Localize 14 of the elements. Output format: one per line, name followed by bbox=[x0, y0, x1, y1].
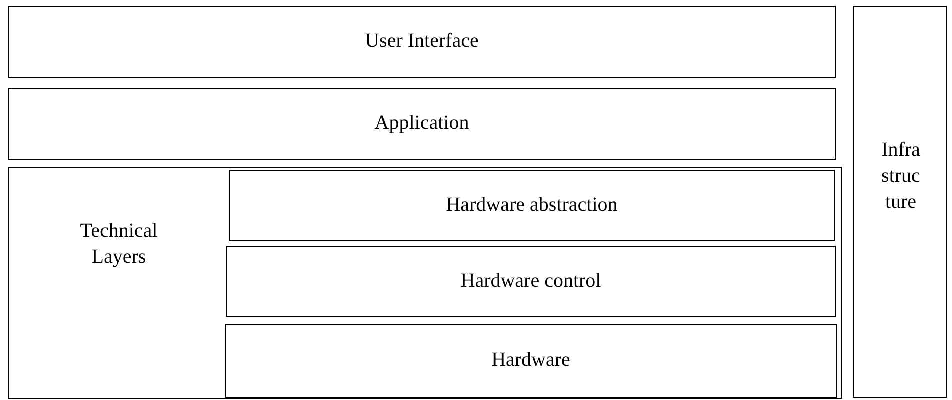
layer-box bbox=[8, 6, 836, 78]
layer-group-box bbox=[8, 167, 842, 399]
layer-label: Hardware bbox=[490, 348, 572, 373]
layer-label: Infra struc ture bbox=[880, 138, 922, 215]
layer-box bbox=[225, 324, 837, 398]
side-layer-box bbox=[853, 6, 947, 398]
layer-label: Hardware abstraction bbox=[445, 192, 619, 218]
layer-label: Application bbox=[374, 111, 470, 136]
layer-label: User Interface bbox=[364, 29, 480, 54]
layer-box bbox=[229, 170, 835, 241]
layer-box bbox=[8, 88, 836, 160]
layer-box bbox=[226, 246, 836, 317]
layer-label: Technical Layers bbox=[79, 219, 159, 270]
layer-label: Hardware control bbox=[460, 268, 602, 294]
